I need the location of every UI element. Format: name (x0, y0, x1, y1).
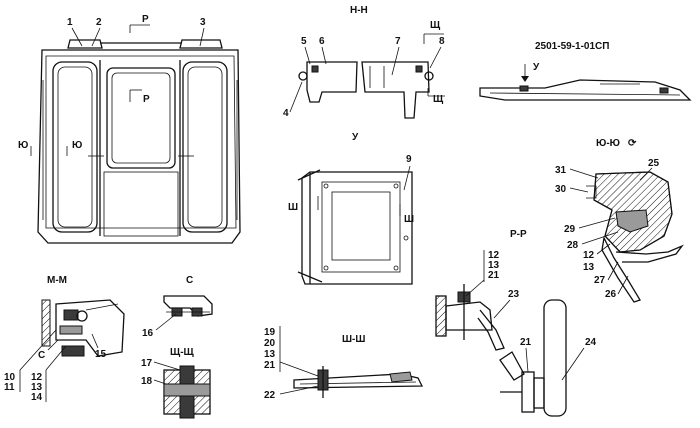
callout-nn-8: 8 (439, 36, 445, 47)
callout-shsh-13: 13 (264, 349, 276, 360)
callout-yuyu-29: 29 (564, 224, 576, 235)
callout-yuyu-31: 31 (555, 165, 567, 176)
callout-shsh-20: 20 (264, 338, 276, 349)
detail-bolt-view: 21 24 (499, 299, 597, 417)
section-shsh-view: Ш-Ш 19 20 13 21 22 (264, 326, 424, 401)
callout-yuyu-28: 28 (567, 240, 579, 251)
drawing-code: 2501-59-1-01СП (535, 41, 609, 52)
callout-detail-24: 24 (585, 337, 597, 348)
section-mm-view: М-М С 10 11 12 13 14 15 (4, 275, 125, 403)
view-u: У 9 Ш Ш (288, 132, 414, 285)
callout-pp-21: 21 (488, 270, 500, 281)
section-mark-yu-left: Ю (18, 140, 28, 151)
callout-mm-13: 13 (31, 382, 43, 393)
section-mark-yu-right: Ю (72, 140, 82, 151)
rotate-symbol-icon: ⟳ (628, 138, 637, 149)
view-c: С 16 (142, 275, 213, 339)
callout-shsh-21: 21 (264, 360, 276, 371)
section-shsh-title: Ш-Ш (342, 334, 365, 345)
section-nn-title: Н-Н (350, 5, 368, 16)
callout-yuyu-30: 30 (555, 184, 567, 195)
section-pp-view: Р-Р 12 13 21 23 (435, 229, 527, 351)
code-view: 2501-59-1-01СП У (479, 41, 692, 101)
callout-mm-11: 11 (4, 382, 15, 393)
callout-mm-15: 15 (95, 349, 107, 360)
callout-main-1: 1 (67, 17, 73, 28)
callout-yuyu-26: 26 (605, 289, 617, 300)
callout-yuyu-12: 12 (583, 250, 595, 261)
callout-yuyu-13: 13 (583, 262, 595, 273)
section-mark-p-mid: Р (143, 94, 150, 105)
section-yuyu-title: Ю-Ю (596, 138, 620, 149)
section-mm-title: М-М (47, 275, 67, 286)
section-pp-title: Р-Р (510, 229, 527, 240)
section-mark-c: С (38, 350, 45, 361)
callout-shsh-19: 19 (264, 327, 276, 338)
callout-nn-5: 5 (301, 36, 307, 47)
callout-yuyu-25: 25 (648, 158, 660, 169)
view-mark-u: У (533, 62, 540, 73)
callout-yuyu-27: 27 (594, 275, 606, 286)
callout-u-9: 9 (406, 154, 412, 165)
callout-detail-21: 21 (520, 337, 532, 348)
section-yuyu-view: Ю-Ю ⟳ 31 25 30 29 28 12 13 27 26 (555, 138, 684, 303)
section-mark-sh-right: Ш (404, 214, 414, 225)
section-mark-sh-left: Ш (288, 202, 298, 213)
section-nn-view: Н-Н 5 6 7 8 4 Щ Щ (283, 5, 445, 119)
callout-mm-10: 10 (4, 372, 16, 383)
section-mark-shch-bottom: Щ (433, 94, 444, 105)
section-shchshch-view: Щ-Щ 17 18 (141, 347, 211, 419)
main-door-view: 1 2 3 Р Р Ю Ю (18, 14, 241, 244)
callout-nn-4: 4 (283, 108, 289, 119)
callout-main-3: 3 (200, 17, 206, 28)
callout-pp-23: 23 (508, 289, 520, 300)
callout-main-2: 2 (96, 17, 102, 28)
callout-nn-6: 6 (319, 36, 325, 47)
callout-pp-13: 13 (488, 260, 500, 271)
callout-c-16: 16 (142, 328, 154, 339)
section-mark-p-top: Р (142, 14, 149, 25)
section-shchshch-title: Щ-Щ (170, 347, 195, 358)
callout-shsh-22: 22 (264, 390, 276, 401)
callout-mm-12: 12 (31, 372, 43, 383)
callout-shchshch-18: 18 (141, 376, 153, 387)
callout-mm-14: 14 (31, 392, 43, 403)
view-u-title: У (352, 132, 359, 143)
callout-nn-7: 7 (395, 36, 401, 47)
callout-pp-12: 12 (488, 250, 500, 261)
section-mark-shch-top: Щ (430, 20, 441, 31)
view-c-title: С (186, 275, 193, 286)
callout-shchshch-17: 17 (141, 358, 153, 369)
